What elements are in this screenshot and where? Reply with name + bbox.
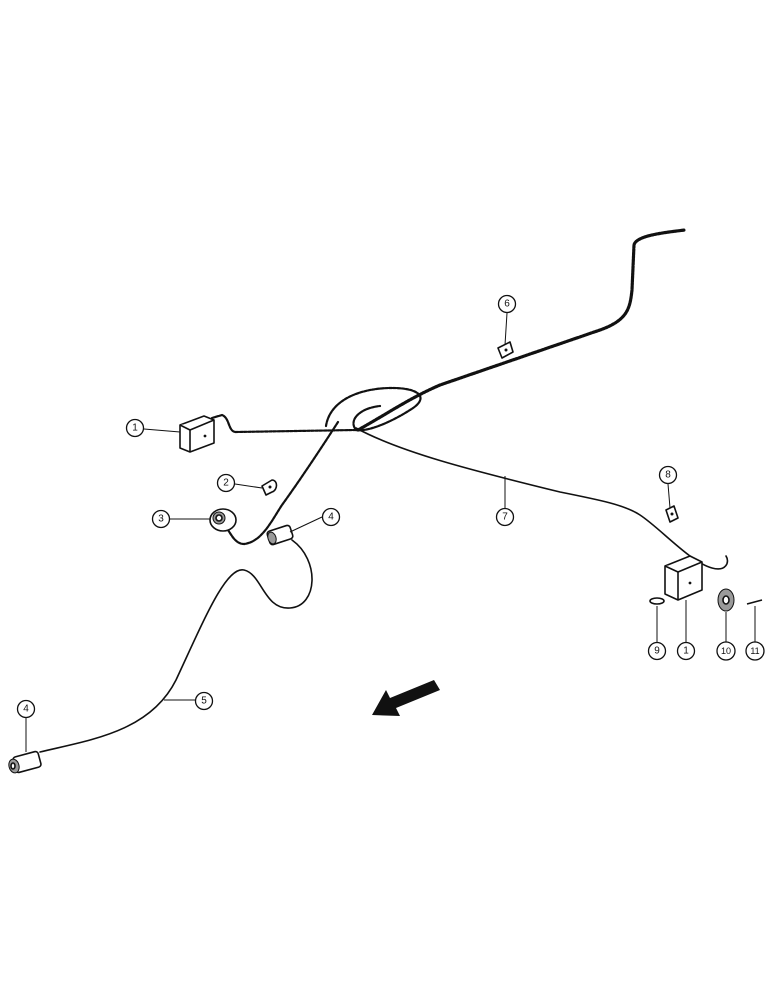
- lamp-unit-left: [179, 415, 215, 453]
- connector-4-top: [266, 524, 294, 546]
- svg-text:10: 10: [721, 646, 731, 656]
- right-lamp-wire: [355, 427, 729, 570]
- lamp-unit-right: [664, 555, 703, 601]
- svg-text:4: 4: [23, 704, 29, 715]
- svg-text:9: 9: [654, 646, 660, 657]
- svg-text:6: 6: [504, 299, 510, 310]
- svg-text:5: 5: [201, 696, 207, 707]
- clip-6: [497, 341, 514, 359]
- callout-6: 6: [497, 294, 517, 314]
- callout-11: 11: [745, 641, 765, 661]
- svg-text:3: 3: [158, 514, 164, 525]
- svg-text:7: 7: [502, 512, 508, 523]
- callout-5: 5: [194, 691, 214, 711]
- lens-9: [649, 597, 665, 605]
- callout-3: 3: [151, 509, 171, 529]
- svg-text:11: 11: [750, 646, 759, 656]
- connector-4-bottom: [8, 750, 42, 774]
- extension-cable: [39, 539, 313, 753]
- grommet-10: [717, 588, 735, 612]
- svg-text:2: 2: [223, 478, 229, 489]
- callout-1-left: 1: [125, 418, 145, 438]
- socket-3: [209, 508, 237, 532]
- harness-loop: [324, 386, 422, 432]
- callout-9: 9: [647, 641, 667, 661]
- callout-8: 8: [658, 465, 678, 485]
- svg-text:1: 1: [683, 646, 689, 657]
- callout-4-bottom: 4: [16, 699, 36, 719]
- clip-2: [261, 479, 278, 496]
- screw-11: [746, 599, 763, 605]
- svg-text:1: 1: [132, 423, 138, 434]
- clip-8: [665, 505, 679, 523]
- callout-10: 10: [716, 641, 736, 661]
- callout-1-right: 1: [676, 641, 696, 661]
- callout-4-top: 4: [321, 507, 341, 527]
- leader-lines: [25, 312, 756, 752]
- svg-text:8: 8: [665, 470, 671, 481]
- direction-arrow: [372, 680, 440, 716]
- callout-2: 2: [216, 473, 236, 493]
- callout-7: 7: [495, 507, 515, 527]
- svg-text:4: 4: [328, 512, 334, 523]
- left-lamp-wire: [210, 413, 358, 434]
- main-harness-wire: [356, 228, 687, 432]
- socket-branch-wire: [226, 420, 340, 546]
